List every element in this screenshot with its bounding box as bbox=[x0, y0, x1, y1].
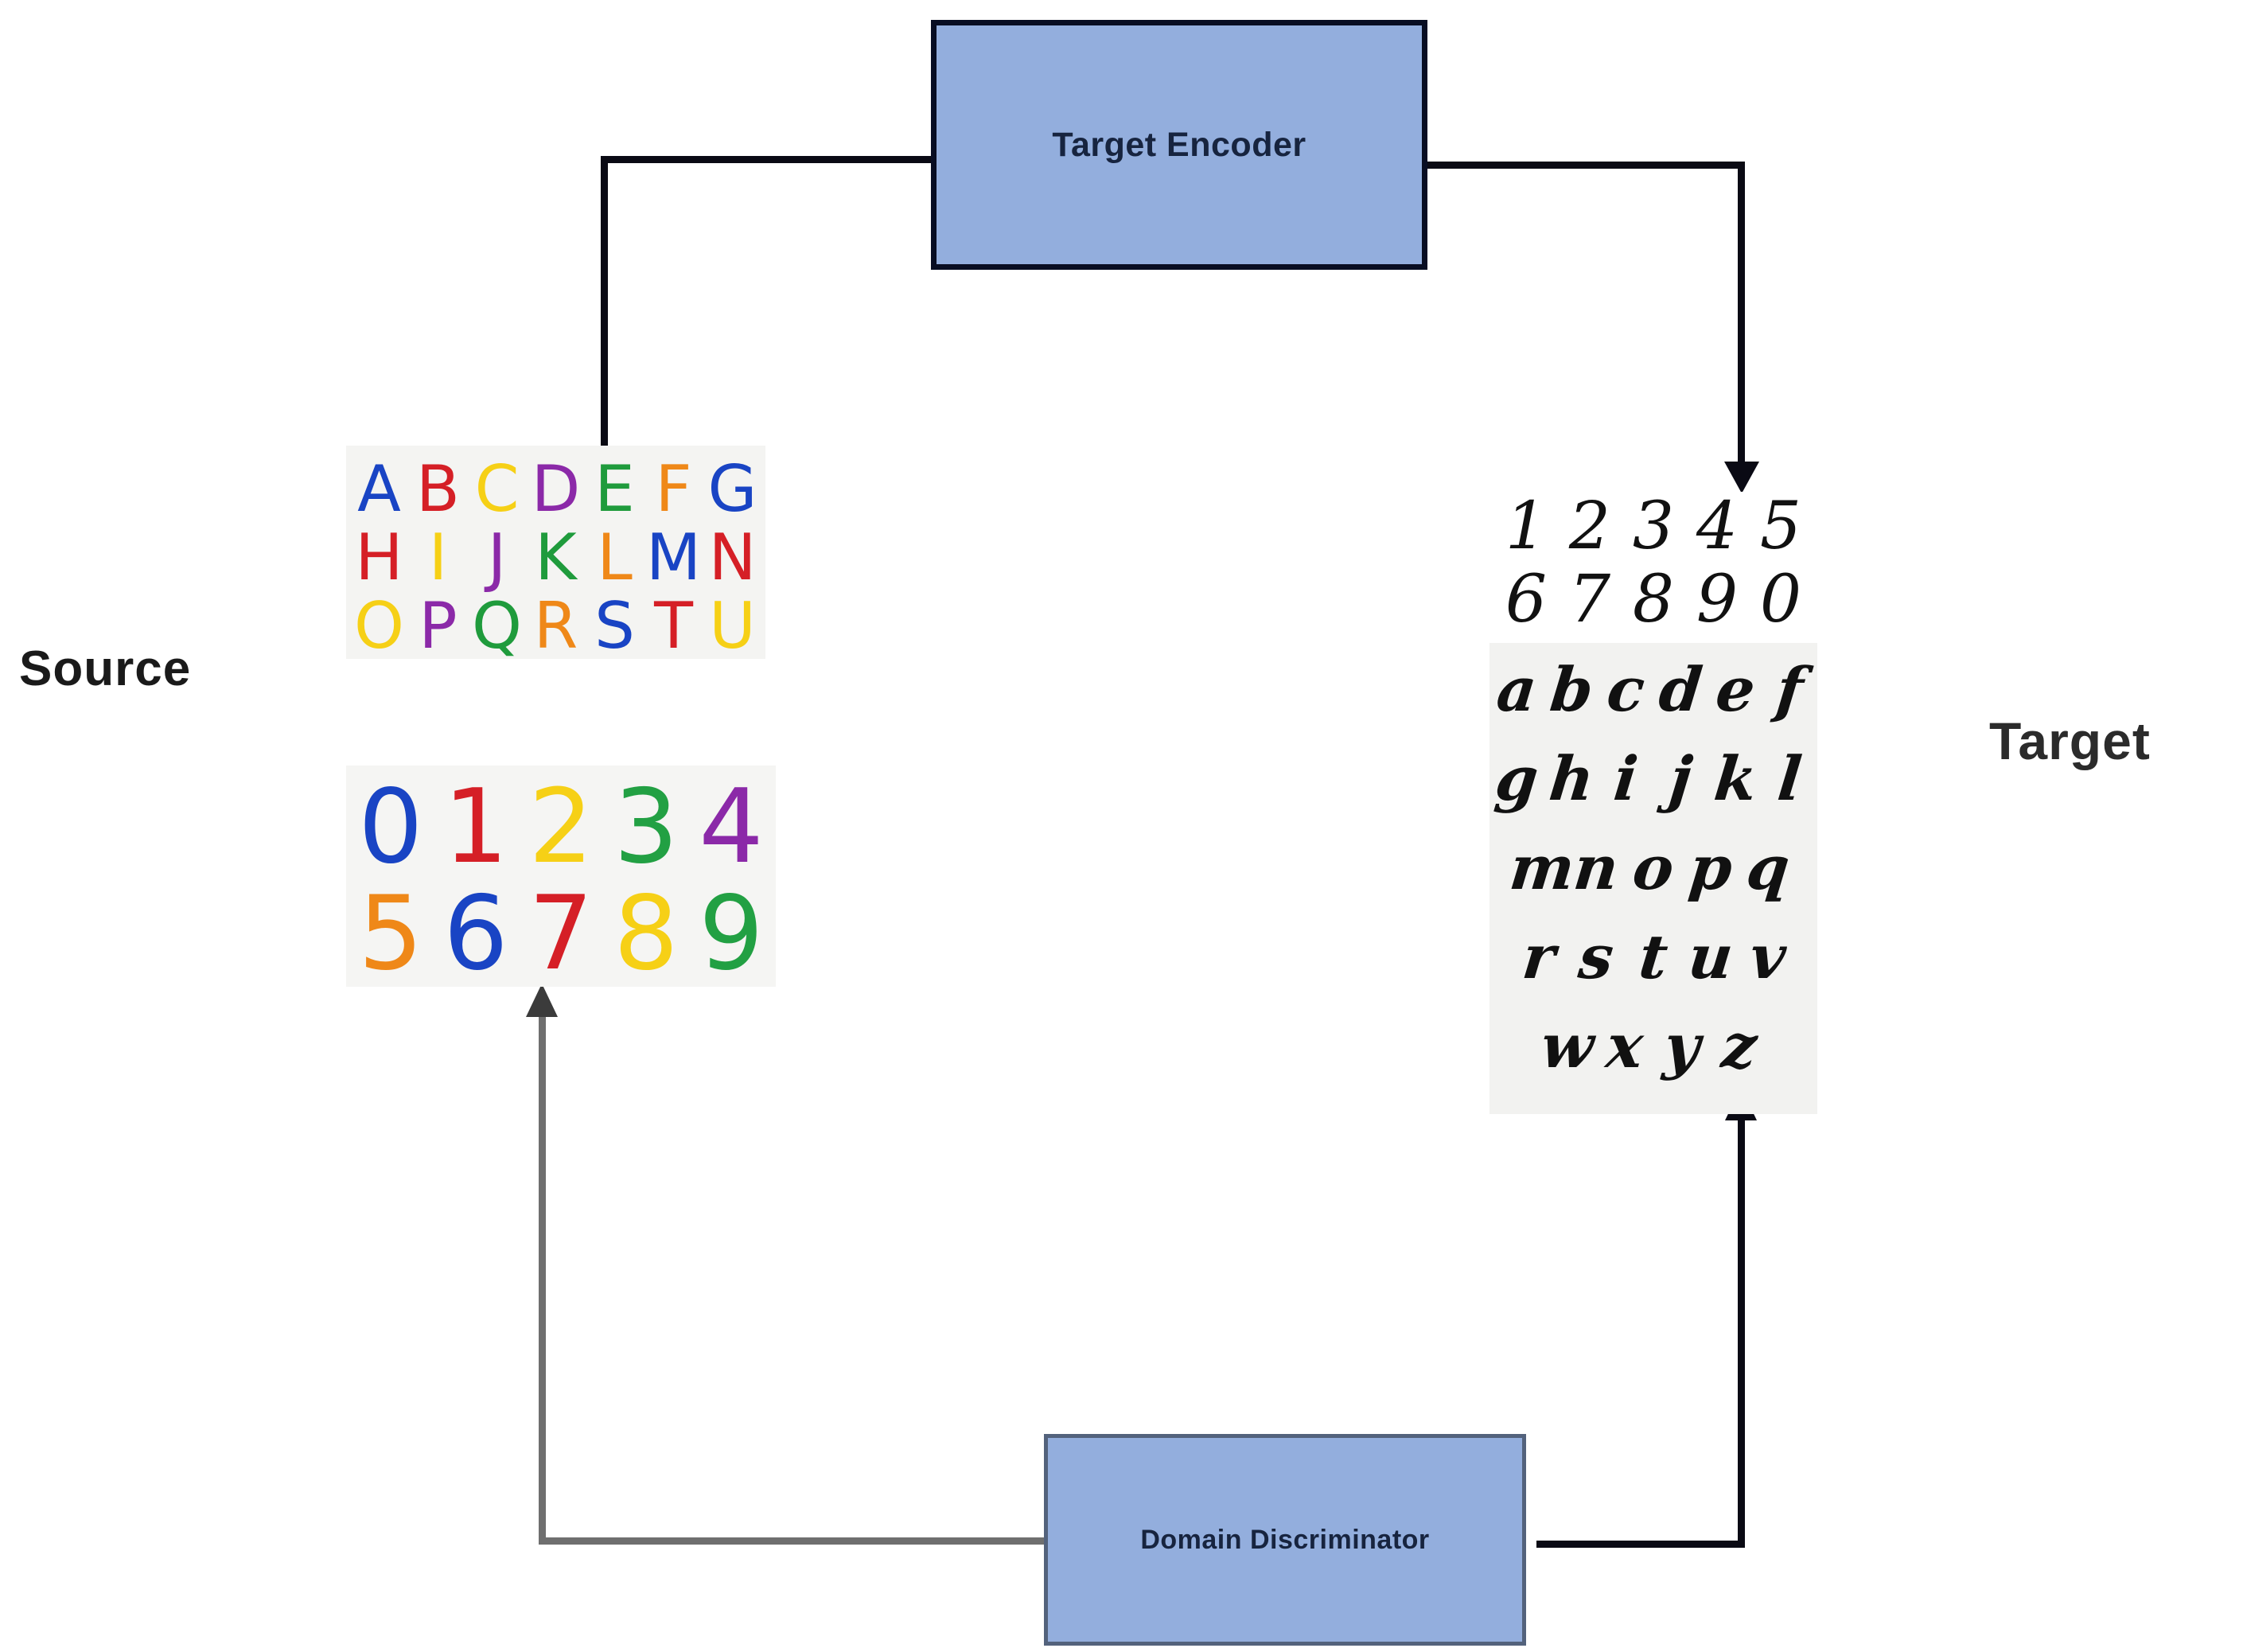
target-letter-glyph: c bbox=[1603, 654, 1649, 725]
target-digit-glyph: 8 bbox=[1632, 562, 1675, 637]
target-letter-glyph: q bbox=[1743, 832, 1793, 903]
target-letter-glyph: t bbox=[1635, 921, 1672, 992]
source-letter-glyph: R bbox=[533, 589, 578, 663]
target-letter-glyph: i bbox=[1610, 743, 1641, 814]
source-letter-glyph: I bbox=[428, 520, 448, 594]
target-letter-glyph: k bbox=[1711, 743, 1761, 814]
edge-encoder-to-target-vertical bbox=[1738, 162, 1745, 468]
target-encoder-label: Target Encoder bbox=[1052, 125, 1306, 164]
edge-discriminator-to-target-vertical bbox=[1738, 1117, 1745, 1547]
source-label: Source bbox=[19, 641, 192, 696]
target-digit-glyph: 9 bbox=[1696, 562, 1739, 637]
source-letter-glyph: E bbox=[594, 452, 635, 526]
source-digit-glyph: 3 bbox=[613, 768, 679, 887]
target-letter-glyph: l bbox=[1774, 743, 1805, 814]
arrowhead-to-target-digits bbox=[1724, 462, 1759, 493]
source-letter-glyph: U bbox=[709, 589, 756, 663]
target-letter-glyph: u bbox=[1684, 921, 1737, 992]
target-letter-glyph: j bbox=[1665, 743, 1696, 814]
target-label: Target bbox=[1989, 711, 2151, 770]
source-letter-glyph: J bbox=[487, 520, 507, 594]
source-digit-glyph: 5 bbox=[358, 875, 423, 994]
target-digit-glyph: 3 bbox=[1632, 489, 1675, 564]
source-letter-glyph: D bbox=[531, 452, 581, 526]
target-letter-glyph: m bbox=[1506, 832, 1579, 903]
edge-discriminator-to-source-vertical bbox=[539, 1014, 546, 1544]
target-letter-glyph: w bbox=[1537, 1011, 1598, 1081]
source-digit-glyph: 7 bbox=[528, 875, 594, 994]
target-letter-glyph: g bbox=[1492, 743, 1542, 814]
target-letter-glyph: v bbox=[1747, 921, 1789, 992]
edge-discriminator-to-target-horizontal bbox=[1536, 1541, 1745, 1548]
source-letter-glyph: L bbox=[597, 520, 633, 594]
edge-discriminator-to-source-horizontal bbox=[539, 1537, 1044, 1545]
source-letter-glyph: T bbox=[654, 589, 693, 663]
target-digit-glyph: 5 bbox=[1759, 489, 1802, 564]
edge-encoder-to-target-horizontal bbox=[1424, 162, 1745, 169]
target-encoder-node[interactable]: Target Encoder bbox=[931, 20, 1427, 270]
target-digit-glyph: 2 bbox=[1568, 489, 1611, 564]
target-digit-glyph: 4 bbox=[1696, 489, 1739, 564]
edge-encoder-to-source-horizontal bbox=[601, 156, 933, 163]
target-digit-glyph: 1 bbox=[1505, 489, 1548, 564]
source-letter-glyph: Q bbox=[472, 589, 522, 663]
source-digit-glyph: 6 bbox=[443, 875, 508, 994]
source-digit-glyph: 2 bbox=[528, 768, 594, 887]
target-letter-glyph: x bbox=[1602, 1011, 1647, 1081]
target-letter-glyph: d bbox=[1656, 654, 1706, 725]
target-letter-glyph: e bbox=[1712, 654, 1758, 725]
domain-discriminator-node[interactable]: Domain Discriminator bbox=[1044, 1434, 1526, 1646]
source-digit-glyph: 8 bbox=[613, 875, 679, 994]
target-letter-glyph: z bbox=[1718, 1011, 1761, 1081]
source-letter-glyph: N bbox=[708, 520, 757, 594]
target-letter-glyph: b bbox=[1546, 654, 1597, 725]
source-letter-glyph: F bbox=[655, 452, 692, 526]
source-letter-glyph: H bbox=[355, 520, 403, 594]
source-letter-glyph: C bbox=[474, 452, 520, 526]
target-letter-glyph: y bbox=[1661, 1011, 1704, 1081]
target-digit-glyph: 0 bbox=[1759, 562, 1802, 637]
target-letter-glyph: h bbox=[1545, 743, 1598, 814]
source-digit-glyph: 0 bbox=[358, 768, 423, 887]
arrowhead-to-source-digits bbox=[526, 984, 558, 1017]
source-letter-glyph: A bbox=[357, 452, 401, 526]
source-letter-glyph: P bbox=[419, 589, 458, 663]
source-letter-glyph: O bbox=[354, 589, 404, 663]
target-letter-glyph: r bbox=[1519, 921, 1559, 992]
source-letter-glyph: G bbox=[707, 452, 757, 526]
source-letter-glyph: K bbox=[535, 520, 577, 594]
target-letter-glyph: a bbox=[1493, 654, 1540, 725]
target-letter-glyph: o bbox=[1630, 832, 1678, 903]
target-digit-glyph: 7 bbox=[1568, 562, 1611, 637]
target-letter-glyph: p bbox=[1685, 832, 1736, 903]
edge-encoder-to-source-vertical bbox=[601, 156, 608, 457]
source-digit-glyph: 4 bbox=[699, 768, 764, 887]
domain-discriminator-label: Domain Discriminator bbox=[1140, 1524, 1430, 1555]
target-digit-glyph: 6 bbox=[1505, 562, 1548, 637]
target-letter-glyph: f bbox=[1773, 654, 1807, 725]
source-letter-glyph: M bbox=[645, 520, 702, 594]
source-letter-glyph: S bbox=[594, 589, 635, 663]
target-letter-glyph: s bbox=[1575, 921, 1618, 992]
source-letter-glyph: B bbox=[416, 452, 460, 526]
source-digit-glyph: 9 bbox=[699, 875, 764, 994]
source-digit-glyph: 1 bbox=[443, 768, 508, 887]
target-letter-glyph: n bbox=[1570, 832, 1622, 903]
